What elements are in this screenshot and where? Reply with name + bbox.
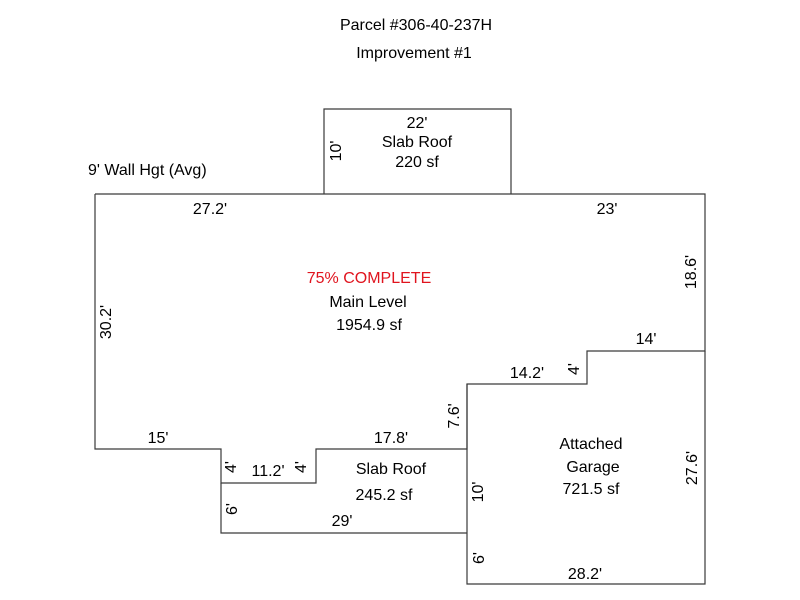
upper-slab-side-dimension: 10' — [328, 141, 345, 162]
upper-slab-roof-outline — [323, 108, 512, 194]
step-top-dimension: 14' — [636, 331, 657, 348]
main-bottom-left-dimension: 15' — [148, 430, 169, 447]
main-bottom-right-dimension: 17.8' — [374, 430, 408, 447]
main-level-area: 1954.9 sf — [336, 317, 402, 334]
upper-slab-top-dimension: 22' — [407, 115, 428, 132]
garage-top-dimension: 14.2' — [510, 365, 544, 382]
upper-slab-roof-area: 220 sf — [395, 154, 439, 171]
upper-slab-roof-name: Slab Roof — [382, 134, 453, 151]
garage-name-line1: Attached — [559, 436, 622, 453]
main-level-name: Main Level — [329, 294, 406, 311]
notch-left-dimension: 4' — [223, 461, 240, 473]
main-top-right-dimension: 23' — [597, 201, 618, 218]
lower-slab-roof-area: 245.2 sf — [356, 487, 413, 504]
garage-bottom-dimension: 28.2' — [568, 566, 602, 583]
main-left-dimension: 30.2' — [98, 305, 115, 339]
notch-bottom-dimension: 11.2' — [251, 463, 284, 480]
garage-name-line2: Garage — [566, 459, 619, 476]
improvement-title: Improvement #1 — [356, 45, 472, 62]
step-side-dimension: 4' — [566, 363, 583, 375]
lower-slab-roof-outline — [220, 483, 467, 534]
parcel-title: Parcel #306-40-237H — [340, 17, 492, 34]
completion-status: 75% COMPLETE — [307, 270, 431, 287]
lower-slab-bottom-dimension: 29' — [332, 513, 353, 530]
lower-slab-roof-name: Slab Roof — [356, 461, 427, 478]
notch-right-dimension: 4' — [293, 461, 310, 473]
main-right-upper-dimension: 18.6' — [683, 255, 700, 289]
main-top-left-dimension: 27.2' — [193, 201, 227, 218]
wall-height-note: 9' Wall Hgt (Avg) — [88, 162, 207, 179]
garage-left-upper-dimension: 7.6' — [446, 403, 463, 428]
garage-right-dimension: 27.6' — [684, 451, 701, 485]
garage-left-lower-dimension: 6' — [471, 552, 488, 564]
lower-slab-left-dimension: 6' — [224, 503, 241, 515]
garage-outline — [466, 351, 706, 585]
garage-area: 721.5 sf — [563, 481, 620, 498]
lower-slab-right-dimension: 10' — [470, 482, 487, 503]
